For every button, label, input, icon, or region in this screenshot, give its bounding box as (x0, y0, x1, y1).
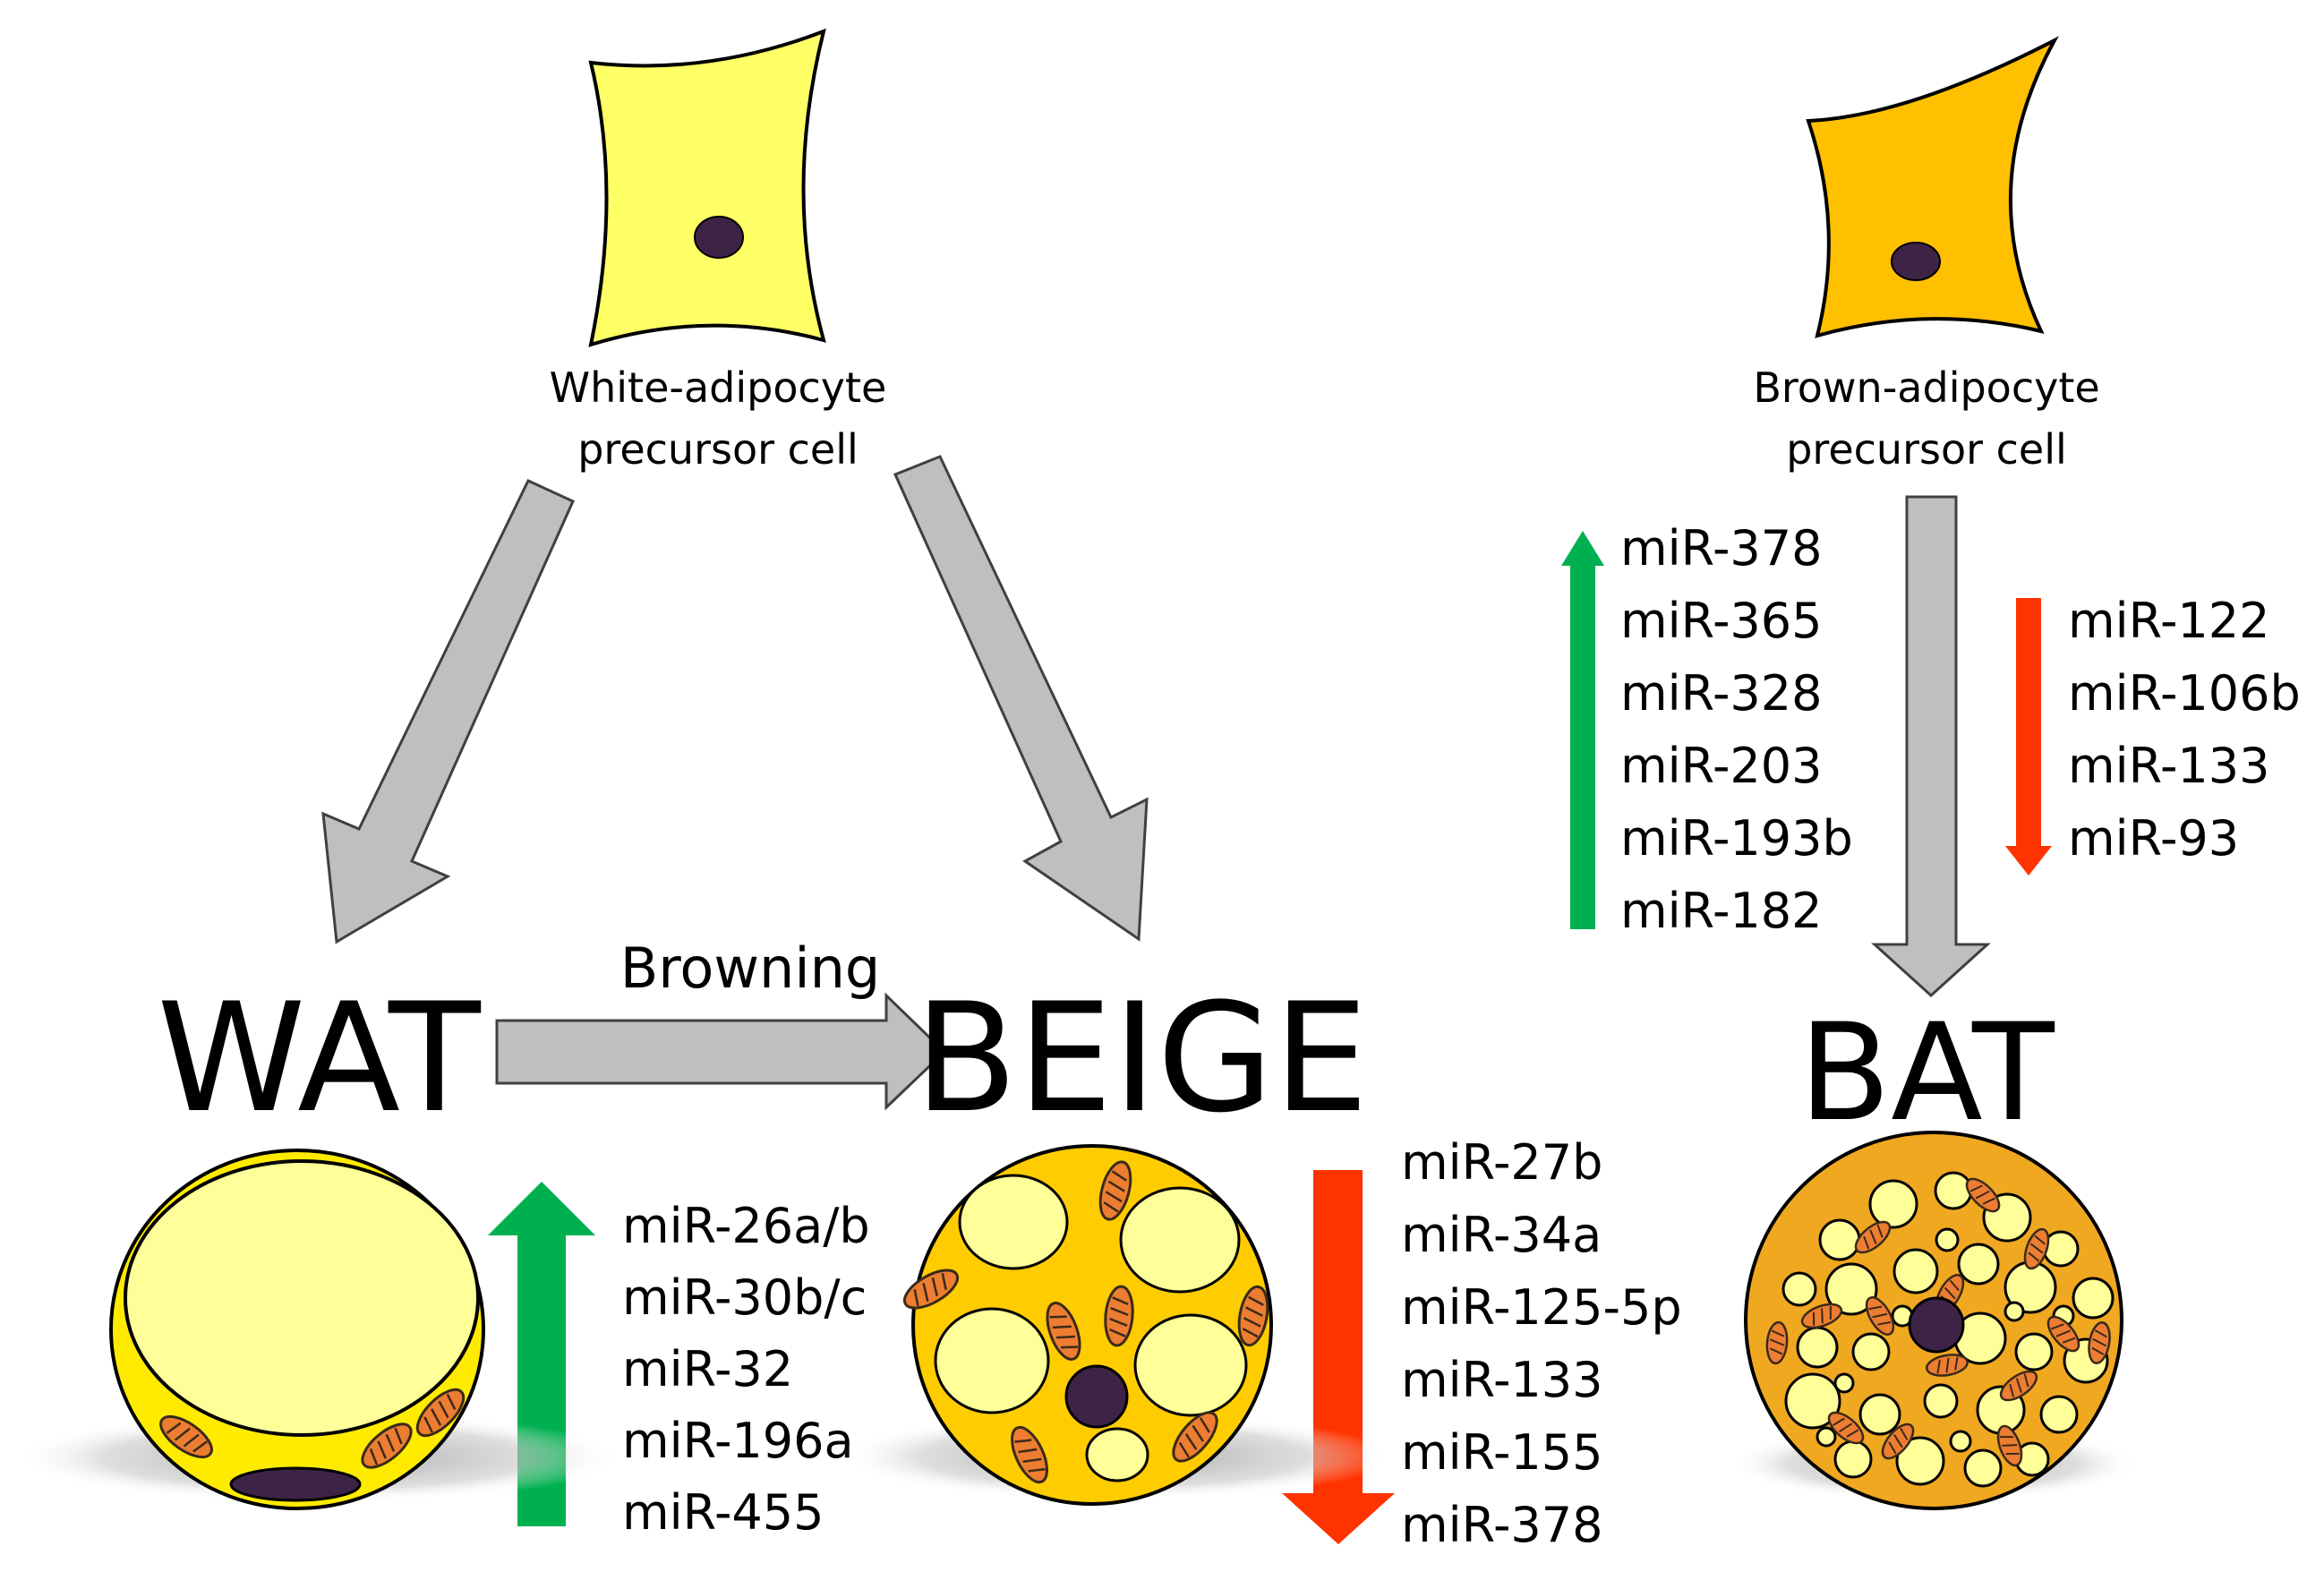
browning-down-mirna: miR-125-5p (1401, 1279, 1682, 1336)
wat-label: WAT (157, 970, 482, 1146)
arrow-white-precursor-to-wat (321, 479, 575, 944)
browning-up-mirna-list: miR-26a/b miR-30b/c miR-32 miR-196a miR-… (622, 1198, 870, 1541)
browning-up-arrow (488, 1182, 595, 1526)
bat-up-mirna: miR-378 (1620, 520, 1823, 577)
beige-nucleus (1064, 1364, 1129, 1429)
browning-up-mirna: miR-26a/b (622, 1198, 870, 1254)
wat-lipid-droplet (124, 1159, 480, 1437)
bat-up-mirna: miR-365 (1620, 593, 1823, 649)
beige-label: BEIGE (914, 970, 1368, 1146)
bat-up-arrow (1561, 531, 1604, 929)
bat-label: BAT (1799, 995, 2055, 1151)
bat-up-mirna: miR-328 (1620, 665, 1823, 722)
browning-down-mirna: miR-155 (1401, 1424, 1603, 1481)
bat-down-mirna: miR-106b (2068, 665, 2301, 722)
bat-nucleus (1908, 1296, 1965, 1354)
bat-cell (1728, 1131, 2140, 1510)
arrow-brown-precursor-to-bat (1871, 495, 1991, 998)
bat-up-mirna-list: miR-378 miR-365 miR-328 miR-203 miR-193b… (1620, 520, 1853, 939)
arrow-wat-to-beige (495, 992, 947, 1111)
bat-down-mirna-list: miR-122 miR-106b miR-133 miR-93 (2068, 593, 2301, 867)
browning-down-arrow (1282, 1170, 1395, 1544)
white-precursor-cell (588, 28, 826, 347)
browning-down-mirna: miR-378 (1401, 1497, 1603, 1553)
browning-down-mirna: miR-133 (1401, 1352, 1603, 1408)
brown-precursor-label-line1: Brown-adipocyte (1753, 363, 2099, 412)
browning-down-mirna: miR-27b (1401, 1134, 1602, 1191)
brown-precursor-label-line2: precursor cell (1786, 425, 2067, 474)
white-precursor-label-line2: precursor cell (577, 425, 859, 474)
browning-up-mirna: miR-30b/c (622, 1269, 867, 1326)
bat-down-mirna: miR-122 (2068, 593, 2270, 649)
browning-up-mirna: miR-196a (622, 1413, 854, 1469)
beige-cell (837, 1144, 1392, 1506)
bat-down-mirna: miR-133 (2068, 738, 2270, 794)
bat-up-mirna: miR-193b (1620, 810, 1853, 867)
brown-precursor-cell (1806, 36, 2059, 338)
browning-label: Browning (620, 936, 880, 1001)
browning-up-mirna: miR-32 (622, 1341, 793, 1397)
bat-up-mirna: miR-203 (1620, 738, 1823, 794)
arrow-white-precursor-to-beige (893, 455, 1149, 942)
browning-down-mirna: miR-34a (1401, 1207, 1602, 1263)
wat-nucleus (229, 1466, 362, 1502)
bat-down-mirna: miR-93 (2068, 810, 2239, 867)
wat-cell (13, 1149, 622, 1510)
white-precursor-nucleus (694, 216, 744, 259)
browning-down-mirna-list: miR-27b miR-34a miR-125-5p miR-133 miR-1… (1401, 1134, 1682, 1553)
bat-up-mirna: miR-182 (1620, 883, 1823, 939)
browning-up-mirna: miR-455 (622, 1484, 825, 1541)
brown-precursor-nucleus (1891, 242, 1941, 281)
bat-down-arrow (2005, 598, 2052, 876)
white-precursor-label-line1: White-adipocyte (550, 363, 887, 412)
